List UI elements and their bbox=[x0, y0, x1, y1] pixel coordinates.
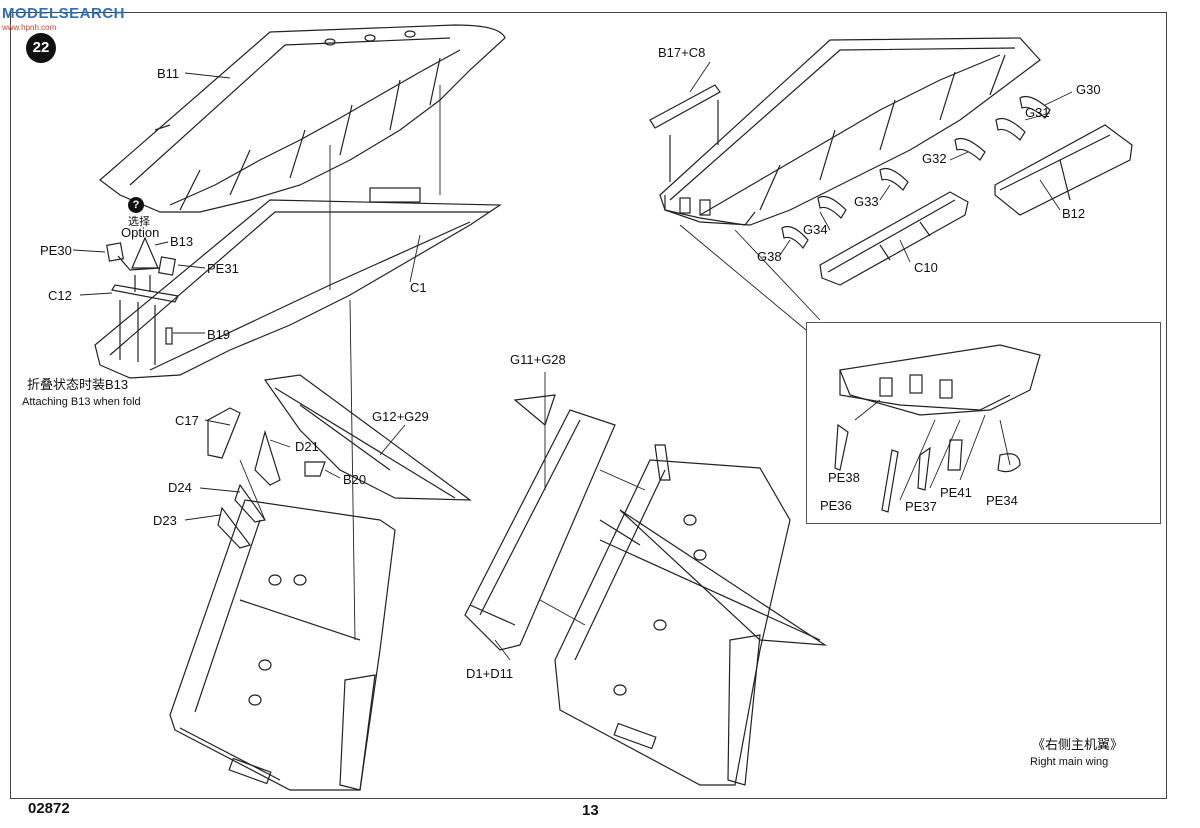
part-C1-panel bbox=[94, 187, 502, 379]
label-B13: B13 bbox=[170, 234, 194, 249]
label-G34: G34 bbox=[803, 222, 828, 237]
label-PE34: PE34 bbox=[986, 493, 1018, 508]
label-G32: G32 bbox=[922, 151, 947, 166]
label-PE41: PE41 bbox=[940, 485, 972, 500]
label-D24: D24 bbox=[168, 480, 192, 495]
watermark-logo: MODELSEARCH bbox=[2, 5, 126, 22]
label-G33: G33 bbox=[854, 194, 879, 209]
inset-detail-frame bbox=[806, 322, 1161, 524]
caption-en: Right main wing bbox=[1030, 756, 1109, 768]
label-C10: C10 bbox=[914, 260, 938, 275]
fold-note-cn: 折叠状态时装B13 bbox=[27, 377, 129, 392]
label-B11: B11 bbox=[157, 66, 180, 81]
option-label-cn: 选择 bbox=[128, 216, 150, 228]
label-G12-G29: G12+G29 bbox=[372, 409, 429, 424]
product-code: 02872 bbox=[28, 800, 70, 817]
page-number: 13 bbox=[582, 802, 599, 819]
label-PE37: PE37 bbox=[905, 499, 937, 514]
label-G38: G38 bbox=[757, 249, 782, 264]
label-B20: B20 bbox=[343, 472, 367, 487]
step-number-badge: 22 bbox=[26, 33, 56, 63]
label-C12: C12 bbox=[48, 288, 72, 303]
caption-cn: 《右侧主机翼》 bbox=[1032, 737, 1124, 752]
part-lower-left-assembly bbox=[169, 374, 472, 791]
watermark-url: www.hpnh.com bbox=[2, 23, 57, 32]
label-D21: D21 bbox=[295, 439, 319, 454]
inset-detail-art bbox=[834, 344, 1041, 513]
label-G30: G30 bbox=[1076, 82, 1101, 97]
label-B17-C8: B17+C8 bbox=[658, 45, 706, 60]
option-badge: ? bbox=[128, 197, 144, 213]
label-B19: B19 bbox=[207, 327, 231, 342]
label-D23: D23 bbox=[153, 513, 177, 528]
label-B12: B12 bbox=[1062, 206, 1086, 221]
label-C17: C17 bbox=[175, 413, 199, 428]
label-PE38: PE38 bbox=[828, 470, 860, 485]
label-PE36: PE36 bbox=[820, 498, 852, 513]
option-parts bbox=[106, 236, 179, 365]
label-PE30: PE30 bbox=[40, 243, 72, 258]
label-D1-D11: D1+D11 bbox=[466, 666, 514, 681]
option-label-en: Option bbox=[121, 225, 160, 240]
part-C10-flap bbox=[819, 191, 969, 286]
page-border bbox=[10, 12, 1167, 799]
part-lower-middle-assembly bbox=[464, 394, 828, 786]
label-C1: C1 bbox=[410, 280, 427, 295]
label-G11-G28: G11+G28 bbox=[510, 352, 566, 367]
g-parts bbox=[781, 95, 1051, 250]
part-B12-flap bbox=[994, 124, 1133, 216]
part-right-wing-assembly bbox=[649, 37, 1041, 226]
label-PE31: PE31 bbox=[207, 261, 239, 276]
fold-note-en: Attaching B13 when fold bbox=[22, 396, 141, 408]
part-B11-wing bbox=[99, 24, 506, 213]
label-G31: G31 bbox=[1025, 105, 1050, 120]
